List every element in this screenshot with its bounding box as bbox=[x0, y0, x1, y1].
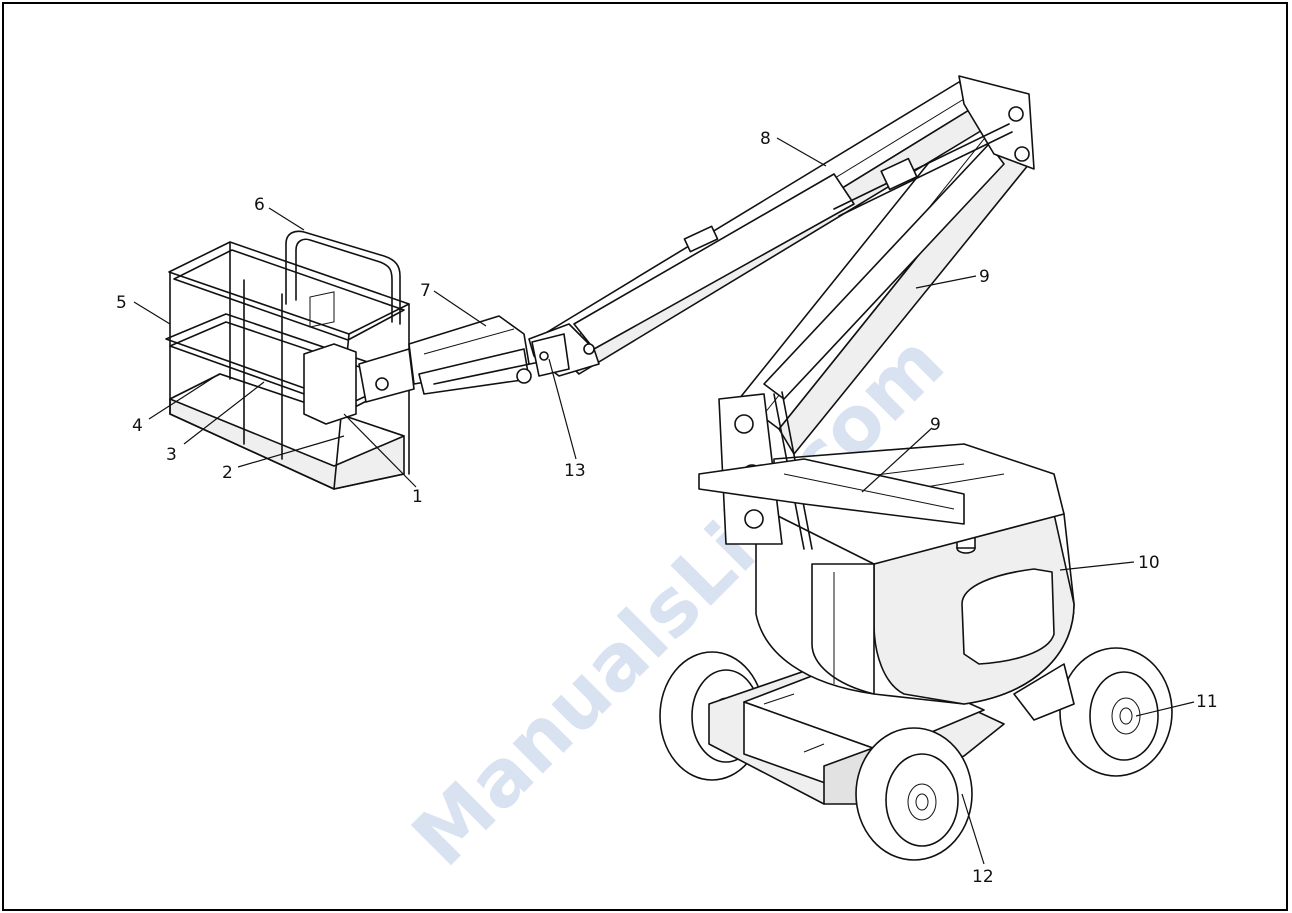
jib bbox=[408, 315, 570, 395]
callout-10: 10 bbox=[1138, 553, 1160, 573]
callout-6: 6 bbox=[254, 195, 265, 215]
callout-9-turntable: 9 bbox=[930, 415, 941, 435]
callout-13: 13 bbox=[564, 461, 586, 481]
callout-12: 12 bbox=[972, 867, 994, 887]
platform-basket bbox=[165, 230, 415, 490]
booms bbox=[528, 75, 1035, 550]
wheel-front bbox=[855, 727, 973, 861]
callout-4: 4 bbox=[132, 416, 143, 436]
callout-5: 5 bbox=[116, 293, 127, 313]
callout-2: 2 bbox=[222, 463, 233, 483]
wheel-rear-right bbox=[1059, 647, 1173, 777]
callout-8: 8 bbox=[760, 129, 771, 149]
callout-3: 3 bbox=[166, 445, 177, 465]
boom-lift-diagram: ManualsLib.com bbox=[116, 75, 1218, 887]
callout-1: 1 bbox=[412, 487, 423, 507]
callout-7: 7 bbox=[420, 281, 431, 301]
callout-labels: 1 2 3 4 5 6 7 8 9 9 10 11 12 13 bbox=[116, 129, 1218, 887]
callout-9-lower-boom: 9 bbox=[979, 267, 990, 287]
callout-11: 11 bbox=[1196, 692, 1218, 712]
leader-lines bbox=[133, 137, 1195, 865]
